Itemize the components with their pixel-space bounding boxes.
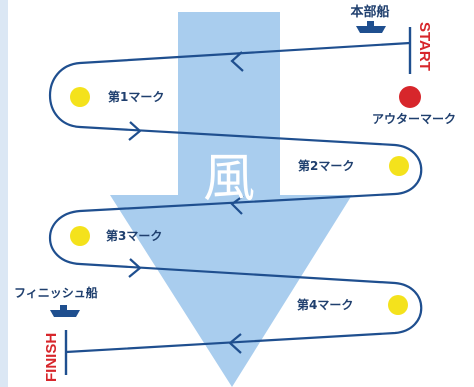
course-direction-chevron [230, 195, 244, 215]
course-direction-chevron [230, 51, 244, 72]
start-label: START [416, 22, 433, 71]
committee-boat-label: 本部船 [350, 4, 389, 20]
mark-2-label: 第2マーク [298, 158, 354, 173]
course-direction-chevron [228, 333, 242, 354]
mark-1-label: 第1マーク [108, 89, 164, 104]
wind-label: 風 [203, 149, 255, 209]
course-line [48, 41, 423, 354]
finish-label: FINISH [43, 333, 60, 382]
outer-mark [399, 86, 421, 108]
mark-3-label: 第3マーク [106, 228, 162, 243]
mark-1 [70, 87, 90, 107]
mark-2 [389, 156, 409, 176]
course-direction-chevron [128, 121, 142, 141]
mark-4-label: 第4マーク [297, 297, 353, 312]
left-margin-bar [0, 0, 8, 387]
finish-boat-label: フィニッシュ船 [14, 285, 98, 300]
wind-arrow [110, 12, 352, 387]
mark-3 [70, 226, 90, 246]
outer-mark-label: アウターマーク [372, 112, 456, 126]
finish-boat-icon [50, 305, 80, 317]
course-direction-chevron [128, 258, 142, 278]
committee-boat-icon [356, 21, 386, 33]
mark-4 [388, 295, 408, 315]
